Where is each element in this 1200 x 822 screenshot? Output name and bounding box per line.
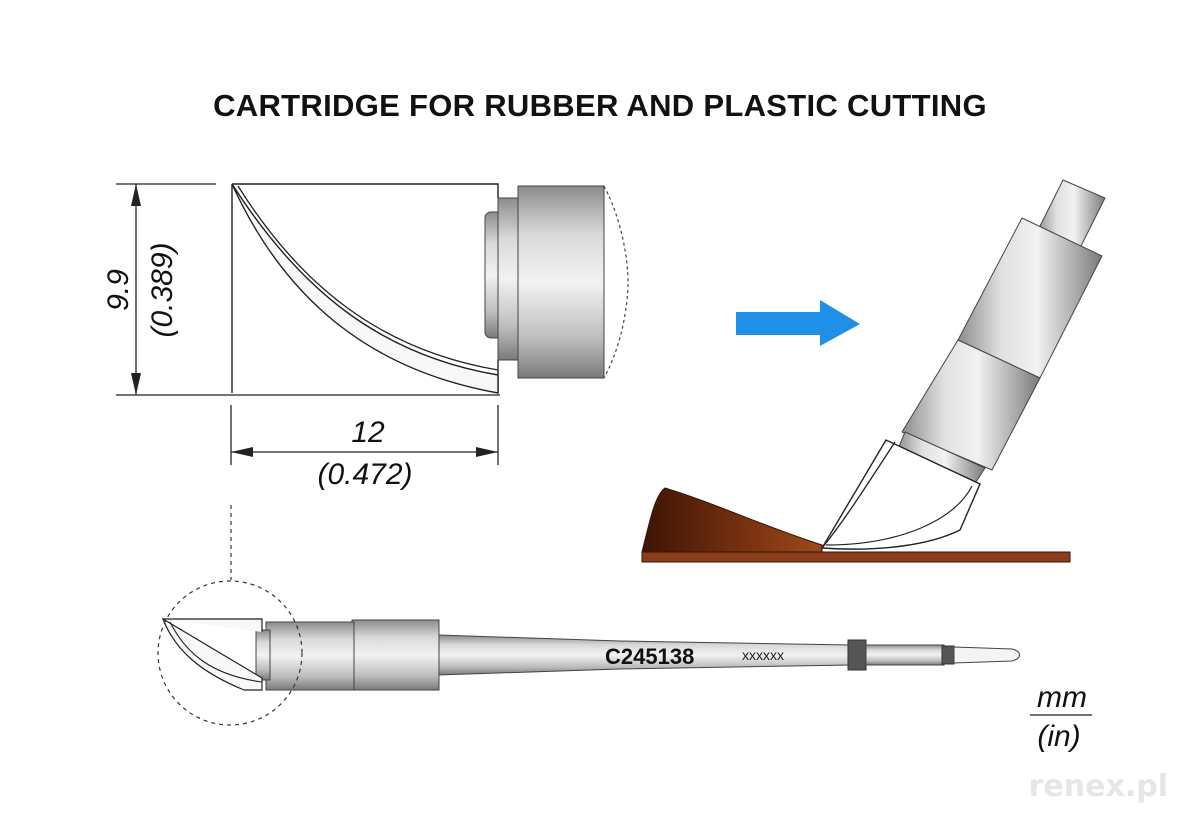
height-in-label: (0.389) — [146, 242, 179, 337]
detail-circle — [157, 580, 303, 726]
cartridge-side-view: C245138 xxxxxx — [157, 580, 1020, 726]
height-mm-label: 9.9 — [102, 269, 135, 311]
height-dimension: 9.9 (0.389) — [102, 184, 179, 395]
length-mm-label: 12 — [351, 416, 385, 449]
serial-mark-label: xxxxxx — [742, 647, 784, 663]
units-legend: mm (in) — [1030, 681, 1092, 753]
diagram-title: CARTRIDGE FOR RUBBER AND PLASTIC CUTTING — [213, 88, 987, 123]
cutting-illustration — [641, 179, 1106, 563]
watermark-logo: renex.pl — [1029, 769, 1168, 804]
blade-detail-view — [116, 183, 629, 396]
arrow-right-icon — [736, 300, 860, 346]
units-imperial-label: (in) — [1037, 720, 1080, 753]
length-dimension: 12 (0.472) — [230, 405, 499, 491]
part-number-label: C245138 — [605, 644, 694, 669]
length-in-label: (0.472) — [317, 458, 412, 491]
units-metric-label: mm — [1037, 681, 1087, 714]
